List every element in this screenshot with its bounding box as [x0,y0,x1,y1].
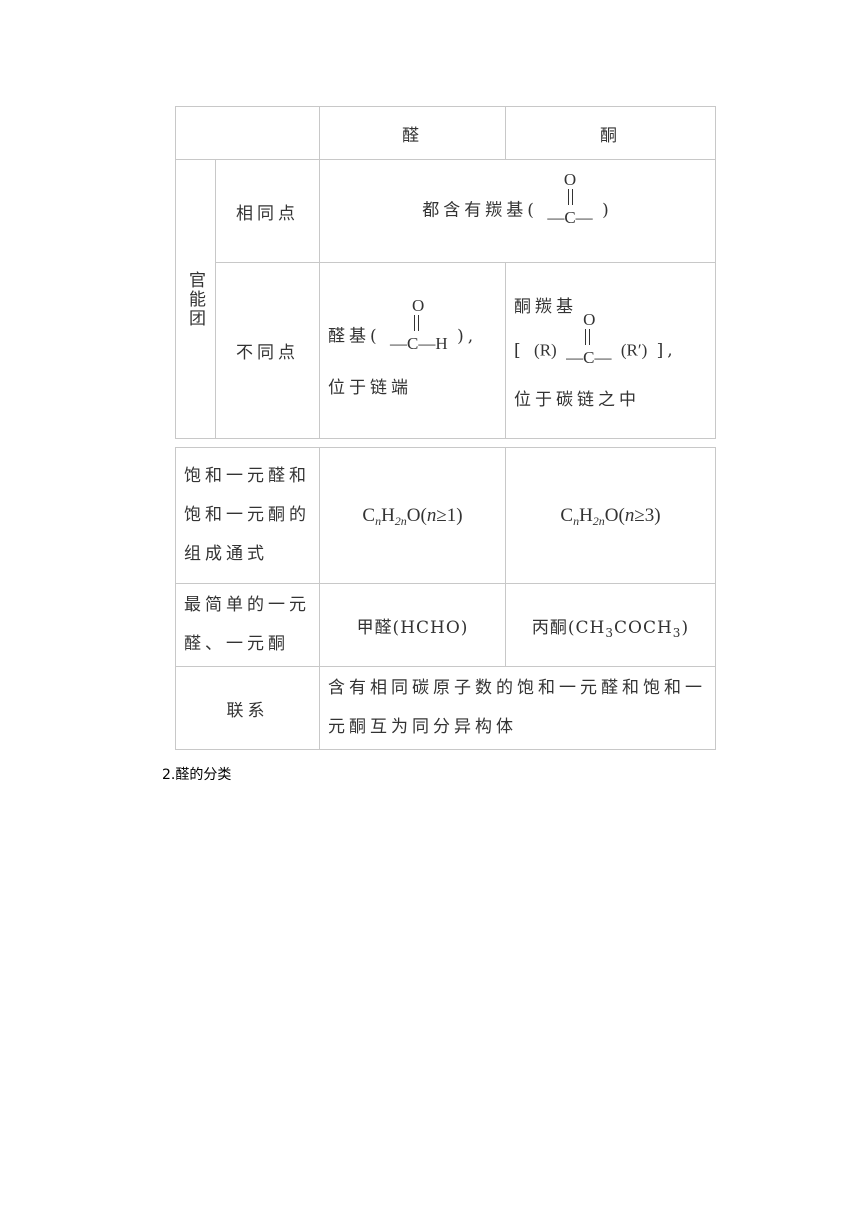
bond-left: — [547,208,565,227]
acetone-prefix: 丙酮(CH [531,617,606,638]
diff-label: 不同点 [215,262,320,439]
diff-ketone: 酮羰基 [ (R) O —C— (R′) ], 位于碳链之中 [505,262,716,439]
f-c: C [362,504,376,526]
aldehyde-double-bond [414,315,420,331]
ketone-bond-right: — [594,347,612,367]
group-label-cell: 官能团 [175,159,216,439]
simplest-label-line1: 最简单的一元 [184,595,310,615]
relation-text: 含有相同碳原子数的饱和一元醛和饱和一 元酮互为同分异构体 [319,666,716,750]
f-o: O( [406,504,427,526]
relation-label: 联系 [175,666,320,750]
k-n: n [624,504,635,526]
group-label: 官能团 [185,270,205,328]
carbonyl-structure: O —C— [547,171,592,227]
aldehyde-c: C [407,334,419,353]
relation-text-line2: 元酮互为同分异构体 [328,717,517,737]
acetone: 丙酮(CH3COCH3) [505,583,716,667]
double-bond [567,189,573,205]
bond-right: — [575,208,593,227]
k-c: C [560,504,574,526]
formula-label-line2: 饱和一元酮的 [184,505,310,525]
ketone-r2: (R′) [620,340,648,359]
k-h-sub: 2n [592,513,605,528]
k-h: H [579,504,593,526]
ketone-double-bond [585,328,591,345]
header-aldehyde: 醛 [319,106,506,160]
functional-group-table: 醛 酮 官能团 相同点 都含有羰基( O —C— ) 不同点 醛基( O —C [175,106,716,439]
aldehyde-general-formula: CnH2nO(n≥1) [319,447,506,584]
ketone-r: (R) [534,340,557,359]
aldehyde-group-structure: O —C—H [390,297,448,353]
acetone-sub1: 3 [605,625,615,640]
f-c-sub: n [375,513,382,528]
same-text-suffix: ) [602,200,613,221]
diff-aldehyde: 醛基( O —C—H ), 位于链端 [319,262,506,439]
acetone-sub2: 3 [672,625,682,640]
acetone-mid: COCH [614,617,673,638]
simplest-label: 最简单的一元 醛、一元酮 [175,583,320,667]
aldehyde-bond-mid: — [418,334,436,353]
carbonyl-c: C [564,208,576,227]
ketone-bracket-close: ], [656,340,677,360]
formaldehyde: 甲醛(HCHO) [319,583,506,667]
header-empty-cell [175,106,320,160]
formula-label: 饱和一元醛和 饱和一元酮的 组成通式 [175,447,320,584]
aldehyde-position: 位于链端 [328,378,412,398]
aldehyde-h: H [435,334,448,353]
aldehyde-prefix: 醛基( [328,326,381,347]
header-ketone: 酮 [505,106,716,160]
f-cond: ≥1) [436,504,463,526]
k-o: O( [604,504,625,526]
ketone-bracket-open: [ [514,340,525,360]
simplest-label-line2: 醛、一元酮 [184,634,289,654]
ketone-title: 酮羰基 [514,296,577,317]
ketone-o: O [583,309,596,329]
f-h-sub: 2n [394,513,407,528]
f-h: H [381,504,395,526]
same-content: 都含有羰基( O —C— ) [319,159,716,263]
formula-comparison-table: 饱和一元醛和 饱和一元酮的 组成通式 CnH2nO(n≥1) CnH2nO(n≥… [175,447,716,750]
formula-label-line1: 饱和一元醛和 [184,466,310,486]
acetone-suffix: ) [681,617,690,638]
formula-label-line3: 组成通式 [184,544,268,564]
carbonyl-o: O [563,170,577,189]
aldehyde-o: O [412,296,425,315]
k-cond: ≥3) [634,504,661,526]
aldehyde-bond-left: — [390,334,408,353]
k-c-sub: n [573,513,580,528]
ketone-position: 位于碳链之中 [514,389,640,410]
relation-text-line1: 含有相同碳原子数的饱和一元醛和饱和一 [328,678,706,698]
ketone-bond-left: — [566,347,584,367]
ketone-general-formula: CnH2nO(n≥3) [505,447,716,584]
ketone-group-structure: O —C— [566,309,612,367]
section-caption: 2.醛的分类 [162,767,232,783]
f-n: n [426,504,437,526]
same-text-prefix: 都含有羰基( [422,200,538,221]
same-label: 相同点 [215,159,320,263]
ketone-c: C [583,347,595,367]
aldehyde-suffix: ), [457,326,478,347]
